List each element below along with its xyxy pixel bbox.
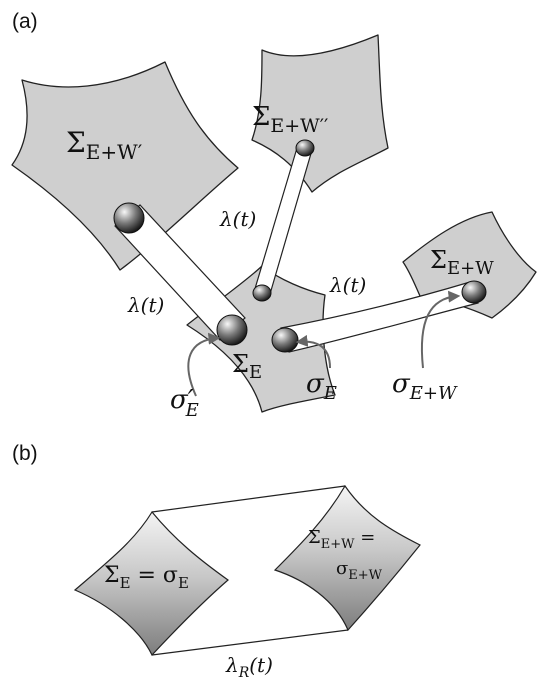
svg-text:ΣE: ΣE [232,350,262,383]
tube-lambda-w-double-prime-to-e [252,139,315,302]
arrow-sigma-e-w [420,290,461,369]
svg-text:ΣE = σE: ΣE = σE [104,563,189,592]
panel-b-label: (b) [12,442,38,465]
arrow-sigma-prime-e [187,332,221,397]
tube-lambda-e-to-e-w [271,280,487,353]
ball-sigma-e-top [252,284,272,302]
ball-w-prime [113,202,145,234]
surface-sigma-e-w-prime: ΣE+W′ [11,61,239,271]
lambda-label-right: λ(t) [329,273,366,297]
svg-text:ΣE+W: ΣE+W [430,246,494,279]
ball-sigma-e [271,327,299,353]
left-equals-sigma: = σ [131,563,178,588]
sigma-prime-e-subscript: E [185,400,199,421]
ball-sigma-prime-e [216,314,248,346]
surface-sigma-subscript: E+W′ [86,140,143,164]
sheet-sigma-e-w: ΣE+W = σE+W [273,484,421,632]
left-sigma-sub: E [120,574,131,592]
arrow-sigma-e [295,334,331,369]
svg-text:σE+W: σE+W [336,558,383,583]
left-sigma: Σ [104,563,120,588]
svg-text:ΣE+W′′: ΣE+W′′ [252,102,328,137]
sigma-prime-e-symbol: σ′ [170,385,194,415]
surface-sigma-e-w-double-prime: ΣE+W′′ [251,34,389,193]
svg-text:σ′E: σ′E [170,385,199,421]
svg-text:ΣE+W =: ΣE+W = [308,527,375,552]
right-lower-sigma: σ [336,558,348,579]
lambda-r-sub: R [238,665,250,679]
right-sigma-sub: E+W [321,537,355,552]
left-sigma-sub2: E [178,574,189,592]
surface-sigma-subscript: E+W′′ [270,115,328,137]
sigma-e-subscript: E [323,383,337,404]
tube-lambda-w-prime-to-e [113,202,248,346]
cylinder-top-line [151,485,346,513]
surface-sigma-subscript: E [249,362,262,383]
svg-text:λR(t): λR(t) [225,653,273,679]
svg-text:σE+W: σE+W [392,369,458,404]
lambda-r-rest: (t) [249,653,273,677]
surface-sigma-symbol: Σ [252,102,270,132]
svg-text:σE: σE [306,369,337,404]
sigma-e-w-symbol: σ [392,369,411,399]
svg-text:ΣE+W′: ΣE+W′ [66,126,143,164]
cylinder-bottom-line [151,629,349,656]
ball-sigma-e-w [461,280,487,304]
panel-a-label: (a) [12,10,38,33]
surface-sigma-symbol: Σ [232,350,249,378]
lambda-label-top: λ(t) [219,207,256,231]
sheet-sigma-e: ΣE = σE [73,510,229,657]
surface-sigma-symbol: Σ [430,246,447,274]
surface-sigma-symbol: Σ [66,126,86,159]
sigma-e-w-subscript: E+W [409,383,458,404]
right-sigma: Σ [308,527,321,548]
ball-w-double-prime [295,139,315,157]
surface-sigma-subscript: E+W [447,258,494,279]
lambda-label-left: λ(t) [127,293,164,317]
sigma-e-symbol: σ [306,369,325,399]
right-equals: = [354,527,375,548]
right-lower-sigma-sub: E+W [348,568,382,583]
lambda-r-symbol: λ [225,653,239,677]
